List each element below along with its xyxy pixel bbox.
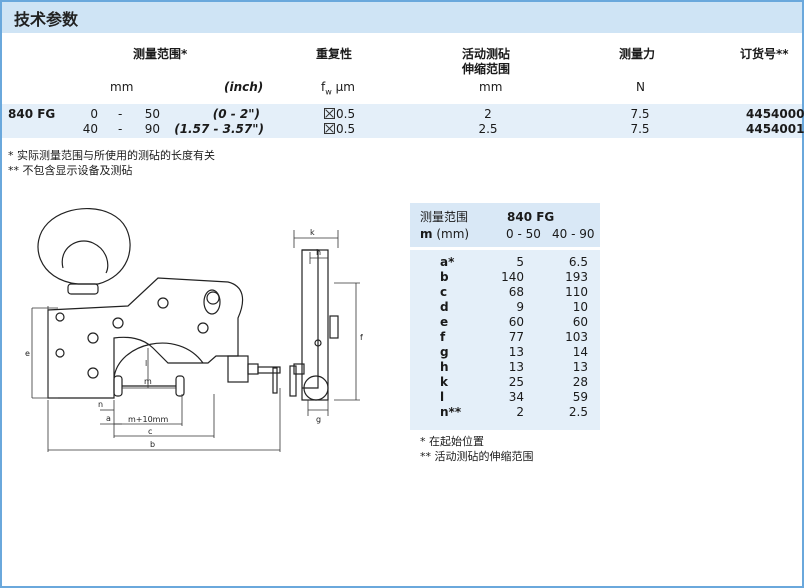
dim-value-2: 103	[565, 330, 588, 344]
col-force-header: 测量力	[619, 47, 656, 61]
dim-key: e	[440, 315, 449, 329]
dim-value-2: 13	[572, 360, 588, 374]
col-repeat-header: 重复性	[316, 47, 353, 61]
model-name: 840 FG	[8, 107, 56, 121]
unit-inch: (inch)	[224, 80, 264, 94]
range-dash: -	[118, 107, 123, 121]
dim-key: k	[440, 375, 448, 389]
repeatability: 0.5	[324, 107, 355, 121]
col-anvil-header-2: 伸缩范围	[462, 62, 511, 76]
label-m10: m+10mm	[128, 415, 168, 424]
unit-mm: mm	[110, 80, 134, 94]
dim-range-2: 40 - 90	[552, 227, 595, 241]
dim-note-1: * 在起始位置	[420, 435, 484, 448]
dim-head-label: 测量范围	[420, 210, 469, 224]
anvil-travel: 2.5	[478, 122, 498, 136]
label-h: h	[316, 248, 321, 257]
label-a: a	[106, 414, 111, 423]
col-anvil-header: 活动测砧	[462, 47, 511, 61]
data-band	[2, 104, 802, 138]
unit-anvil-mm: mm	[479, 80, 503, 94]
dim-value-2: 28	[572, 375, 588, 389]
dim-value-1: 13	[508, 360, 524, 374]
unit-fw: fw µm	[321, 80, 355, 97]
handle-shape	[37, 207, 131, 285]
dim-value-2: 2.5	[568, 405, 588, 419]
label-c: c	[148, 427, 152, 436]
order-number: 4454000	[746, 107, 804, 121]
dim-value-1: 25	[508, 375, 524, 389]
dim-value-2: 193	[565, 270, 588, 284]
dim-key: h	[440, 360, 449, 374]
range-to: 90	[144, 122, 160, 136]
label-f: f	[360, 333, 363, 342]
range-inch: (0 - 2")	[212, 107, 260, 121]
label-m: m	[144, 377, 152, 386]
dim-value-1: 34	[508, 390, 524, 404]
footnote-1: * 实际测量范围与所使用的测砧的长度有关	[8, 149, 215, 162]
dim-value-2: 10	[572, 300, 588, 314]
dim-value-1: 60	[508, 315, 524, 329]
dim-value-1: 140	[501, 270, 524, 284]
dim-table-body	[410, 250, 600, 430]
range-to: 50	[144, 107, 160, 121]
footnote-2: ** 不包含显示设备及测砧	[8, 164, 133, 177]
dim-range-1: 0 - 50	[506, 227, 541, 241]
dim-key: f	[440, 330, 446, 344]
dim-value-1: 5	[516, 255, 524, 269]
label-n: n	[98, 400, 103, 409]
dim-value-1: 77	[508, 330, 524, 344]
anvil-travel: 2	[484, 107, 492, 121]
order-number: 4454001	[746, 122, 804, 136]
dim-value-1: 9	[516, 300, 524, 314]
dim-value-1: 68	[508, 285, 524, 299]
dim-key: c	[440, 285, 448, 299]
dim-key: b	[440, 270, 449, 284]
label-l: l	[145, 359, 147, 368]
dim-key: d	[440, 300, 449, 314]
dim-head-model: 840 FG	[507, 210, 555, 224]
range-from: 40	[82, 122, 98, 136]
label-g: g	[316, 415, 321, 424]
dim-value-2: 6.5	[568, 255, 588, 269]
range-from: 0	[90, 107, 98, 121]
dim-value-1: 2	[516, 405, 524, 419]
label-e: e	[25, 349, 30, 358]
range-inch: (1.57 - 3.57")	[174, 122, 264, 136]
repeatability: 0.5	[324, 122, 355, 136]
title-bar: 技术参数	[2, 2, 802, 33]
label-b: b	[150, 440, 155, 449]
dim-key: l	[440, 390, 445, 404]
dim-table-header	[410, 203, 600, 247]
unit-newton: N	[636, 80, 645, 94]
label-k: k	[310, 228, 315, 237]
range-dash: -	[118, 122, 123, 136]
dim-key: n**	[440, 405, 462, 419]
dim-key: a*	[440, 255, 455, 269]
dim-value-1: 13	[508, 345, 524, 359]
dim-value-2: 110	[565, 285, 588, 299]
dim-value-2: 14	[572, 345, 588, 359]
dim-key: g	[440, 345, 449, 359]
dim-note-2: ** 活动测砧的伸缩范围	[420, 450, 534, 463]
caliper-drawing: e l m n a m+10mm c b k h f g	[25, 207, 363, 452]
page-title: 技术参数	[14, 10, 79, 29]
measuring-force: 7.5	[630, 122, 650, 136]
dim-value-2: 59	[572, 390, 588, 404]
col-range-header: 测量范围*	[133, 47, 188, 61]
frame-body	[47, 277, 244, 399]
col-order-header: 订货号**	[740, 47, 789, 61]
dim-head-unit: m (mm)	[420, 227, 470, 241]
measuring-force: 7.5	[630, 107, 650, 121]
dim-value-2: 60	[572, 315, 588, 329]
